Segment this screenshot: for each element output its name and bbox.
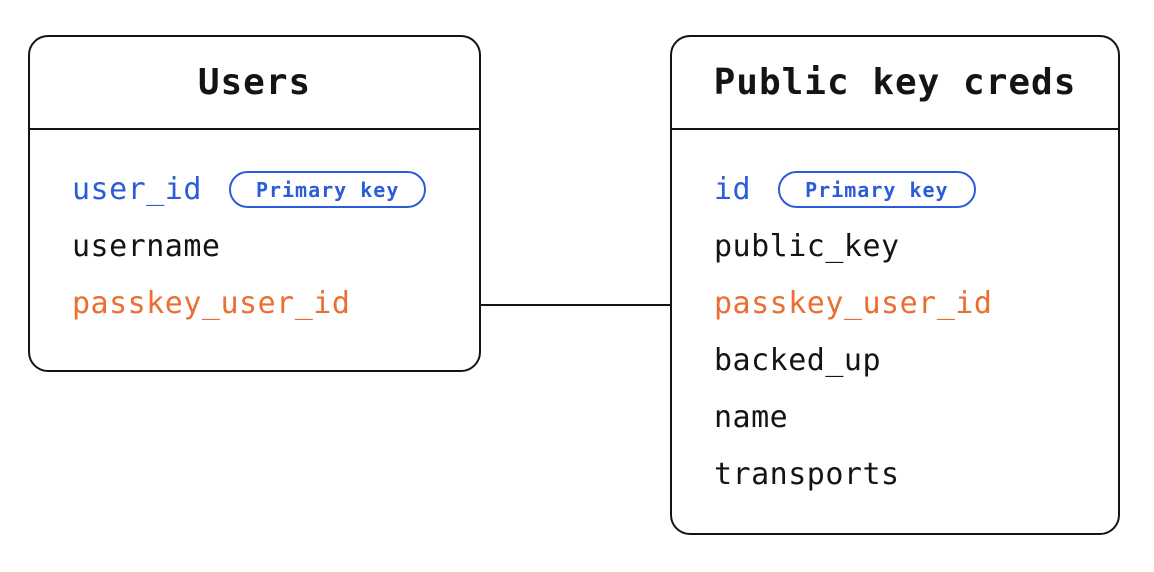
field-name: transports (714, 457, 900, 492)
field-row-transports: transports (714, 446, 1118, 503)
field-row-name: name (714, 389, 1118, 446)
relationship-line (481, 304, 670, 306)
field-row-public-key: public_key (714, 218, 1118, 275)
field-name: user_id (72, 172, 202, 207)
entity-header: Users (30, 37, 479, 130)
field-row-id: id Primary key (714, 161, 1118, 218)
entity-header: Public key creds (672, 37, 1118, 130)
primary-key-badge: Primary key (778, 171, 976, 208)
field-row-passkey-user-id: passkey_user_id (72, 275, 479, 332)
field-name: id (714, 172, 752, 207)
entity-field-list: id Primary key public_key passkey_user_i… (672, 130, 1118, 503)
field-name: name (714, 400, 789, 435)
field-name: passkey_user_id (72, 286, 351, 321)
primary-key-badge: Primary key (228, 171, 427, 208)
field-row-passkey-user-id: passkey_user_id (714, 275, 1118, 332)
field-name: passkey_user_id (714, 286, 993, 321)
entity-table-public-key-creds: Public key creds id Primary key public_k… (670, 35, 1120, 535)
entity-title: Users (197, 62, 312, 103)
entity-field-list: user_id Primary key username passkey_use… (30, 130, 479, 332)
field-row-backed-up: backed_up (714, 332, 1118, 389)
field-name: username (72, 229, 221, 264)
primary-key-badge-label: Primary key (805, 177, 949, 202)
field-name: public_key (714, 229, 900, 264)
field-name: backed_up (714, 343, 882, 378)
entity-table-users: Users user_id Primary key username passk… (28, 35, 481, 372)
entity-title: Public key creds (713, 62, 1077, 103)
field-row-user-id: user_id Primary key (72, 161, 479, 218)
primary-key-badge-label: Primary key (255, 177, 400, 202)
field-row-username: username (72, 218, 479, 275)
